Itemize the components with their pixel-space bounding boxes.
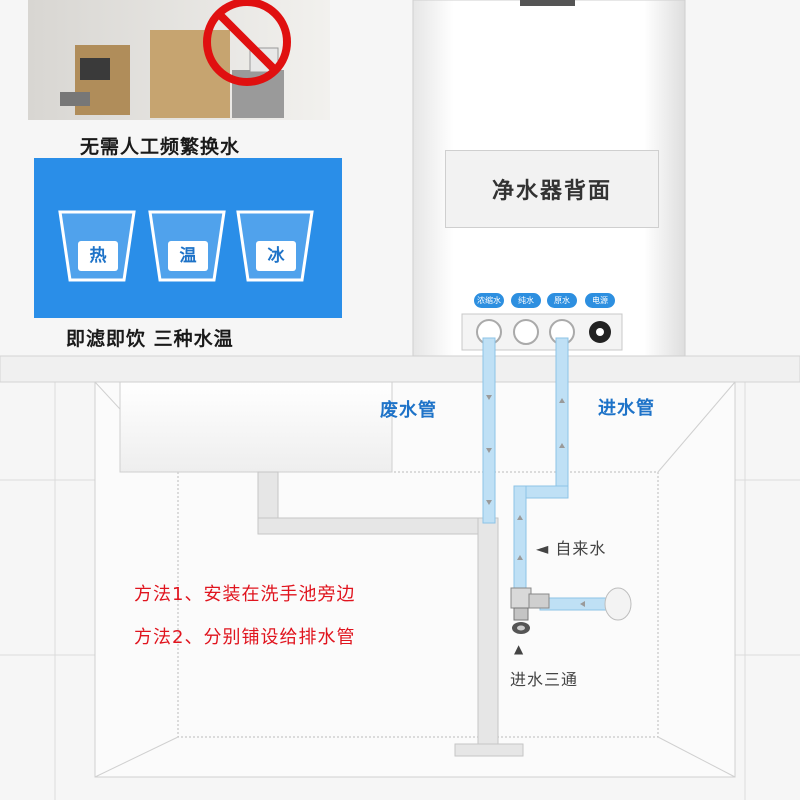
waste-pipe-label: 废水管 (380, 400, 437, 421)
cup-label-warm: 温 (179, 246, 197, 266)
tee-fitting (510, 587, 550, 634)
dispenser-caption: 无需人工频繁换水 (80, 136, 241, 158)
tee-label: 进水三通 (510, 670, 579, 689)
method-1: 方法1、安装在洗手池旁边 (134, 584, 356, 605)
cup-label-ice: 冰 (267, 246, 285, 266)
old-dispenser-photo (28, 0, 330, 120)
prohibited-icon (203, 0, 291, 86)
method-2: 方法2、分别铺设给排水管 (134, 627, 356, 648)
port-tag-power: 电源 (585, 293, 615, 308)
port-tag-concentrate: 浓缩水 (474, 293, 504, 308)
countertop (0, 355, 800, 383)
inlet-pipe-label: 进水管 (598, 398, 655, 419)
purifier-back-label: 净水器背面 (445, 150, 659, 228)
three-temperatures-panel (34, 158, 342, 318)
temperatures-caption: 即滤即饮 三种水温 (66, 328, 234, 350)
wall-supply-valve (604, 587, 632, 621)
inlet-water-tube (513, 337, 627, 611)
port-tag-raw: 原水 (547, 293, 577, 308)
sink-basin (119, 381, 393, 473)
cup-label-hot: 热 (89, 246, 107, 266)
port-tag-pure: 纯水 (511, 293, 541, 308)
tee-marker-icon: ▲ (514, 642, 525, 656)
waste-water-tube (482, 337, 496, 524)
tap-water-label: ◄ 自来水 (536, 539, 607, 558)
drain-pipe (257, 471, 524, 757)
